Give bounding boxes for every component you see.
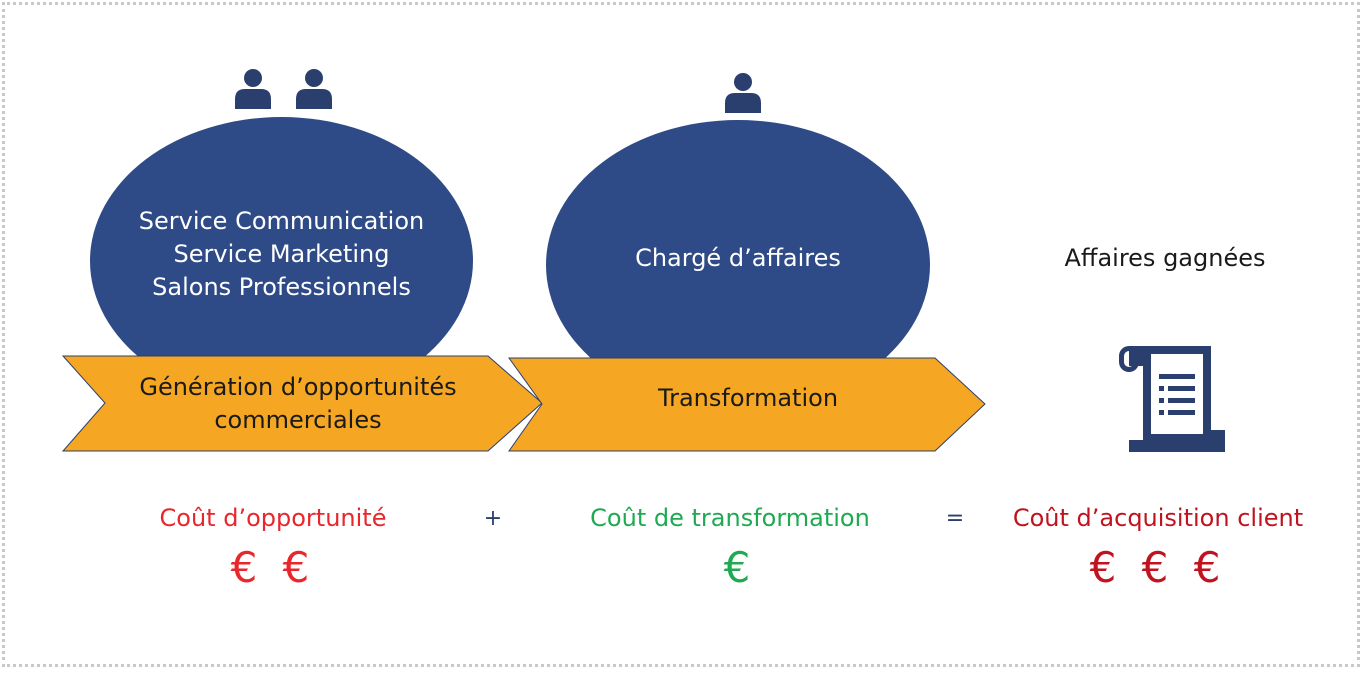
stage1-arrow-line: Génération d’opportunités [139,372,457,401]
stage1-ellipse-line: Salons Professionnels [152,272,411,301]
receipt-icon [1119,346,1225,452]
opportunity-cost-symbols: € € [230,543,316,592]
person-icon [725,73,761,113]
stage1-ellipse-line: Service Communication [138,206,425,235]
stage2-arrow-label: Transformation [540,358,956,438]
plus-operator: + [483,506,503,531]
stage2-arrow-line: Transformation [657,383,839,412]
opportunity-cost-label: Coût d’opportunité [159,504,387,532]
transformation-cost-symbols: € [723,543,757,592]
acquisition-cost-symbols: € € € [1089,543,1227,592]
stage1-arrow-label: Génération d’opportunités commerciales [105,356,491,451]
stage2-arrow [508,357,986,452]
person-icon [235,69,271,109]
person-icon [296,69,332,109]
acquisition-cost-label: Coût d’acquisition client [1012,504,1304,532]
transformation-cost-label: Coût de transformation [590,504,870,532]
stage1-arrow-line: commerciales [214,405,382,434]
stage2-ellipse-line: Chargé d’affaires [635,243,841,272]
stage1-ellipse-line: Service Marketing [173,239,390,268]
stage1-arrow [61,355,543,452]
equals-operator: = [945,506,965,531]
result-label: Affaires gagnées [1064,244,1266,272]
